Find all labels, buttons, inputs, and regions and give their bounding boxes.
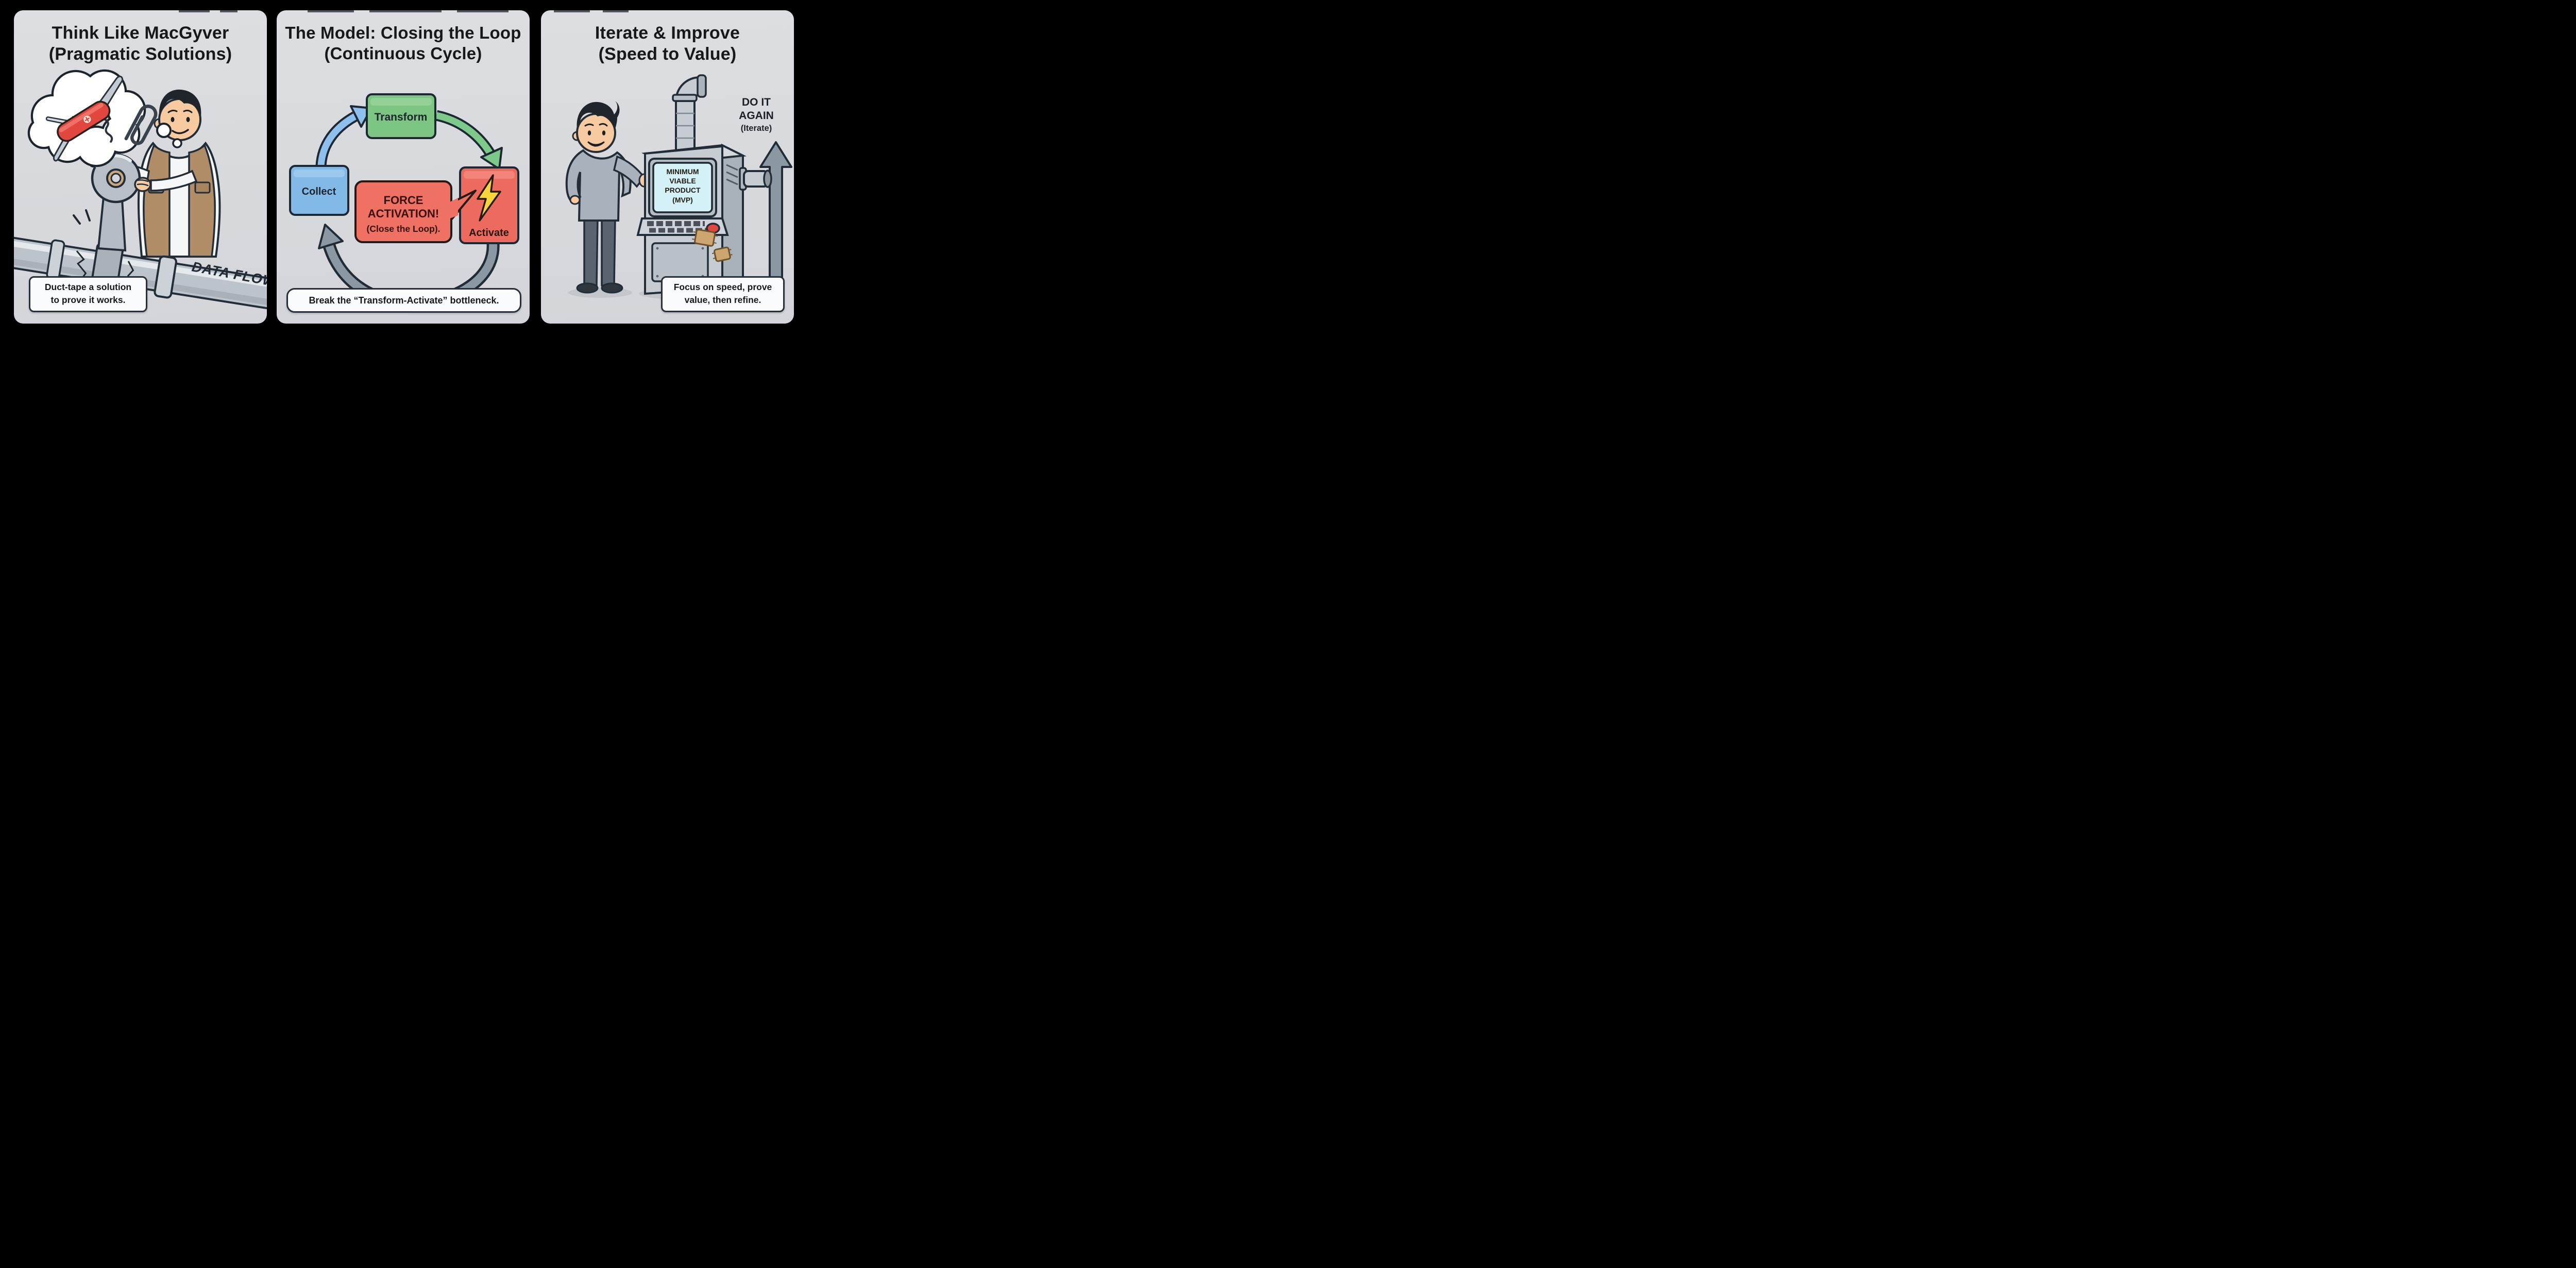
cropped-text-remnant	[554, 10, 590, 12]
screen-line: MINIMUM	[667, 167, 699, 176]
force-activation-callout: FORCE ACTIVATION! (Close the Loop).	[354, 180, 477, 243]
vent-lines	[726, 164, 738, 185]
hair	[159, 89, 201, 116]
eye	[602, 130, 606, 136]
cropped-text-remnant	[308, 10, 354, 12]
leg	[601, 217, 616, 286]
node-activate: Activate	[459, 166, 519, 244]
node-collect-label: Collect	[302, 186, 336, 197]
cycle-arrow-blue-icon	[315, 105, 372, 166]
right-hand	[134, 177, 151, 192]
vest-right	[188, 144, 216, 258]
panel2-title: The Model: Closing the Loop (Continuous …	[277, 23, 530, 63]
cropped-text-remnant	[457, 10, 509, 12]
hair	[577, 101, 620, 130]
tape-patch-icon	[711, 246, 733, 262]
screen-line: VIABLE	[669, 177, 696, 185]
eye	[587, 130, 591, 136]
node-transform-label: Transform	[375, 111, 428, 123]
panel3-caption-line2: value, then refine.	[684, 295, 761, 306]
eyebrow	[584, 123, 594, 127]
chimney-flange	[672, 94, 698, 102]
cropped-text-remnant	[179, 10, 210, 12]
pipe-crack	[76, 250, 87, 280]
panel1-caption-line2: to prove it works.	[50, 295, 126, 306]
panel1-caption-line1: Duct-tape a solution	[44, 282, 132, 292]
lower-panel	[651, 242, 709, 282]
machine-side	[721, 143, 744, 291]
node-activate-label: Activate	[469, 227, 509, 239]
leg	[583, 217, 599, 286]
monitor-screen-icon	[652, 162, 713, 213]
stress-mark	[85, 209, 91, 222]
node-transform: Transform	[366, 93, 436, 139]
lightning-bolt-icon	[477, 174, 501, 222]
vest-pocket	[194, 181, 211, 194]
panel3-caption-line1: Focus on speed, prove	[673, 282, 772, 292]
cropped-text-remnant	[220, 10, 238, 12]
shoe	[576, 282, 599, 294]
hand	[569, 195, 581, 205]
chimney-opening	[697, 74, 707, 98]
panel-iterate: Iterate & Improve (Speed to Value)	[541, 10, 794, 324]
swiss-army-knife-icon	[45, 75, 124, 162]
panel2-caption: Break the “Transform-Activate” bottlenec…	[286, 288, 521, 313]
shoe	[601, 282, 623, 294]
callout-line3: (Close the Loop).	[367, 224, 440, 234]
do-it-again-label: DO IT AGAIN (Iterate)	[727, 96, 785, 134]
eyebrow	[599, 123, 608, 127]
pipe-highlight	[14, 238, 267, 293]
smile	[587, 141, 605, 147]
panel1-illustration: DATA FLOW	[14, 69, 267, 315]
screen-line: (MVP)	[672, 196, 693, 204]
panel-closing-loop: The Model: Closing the Loop (Continuous …	[277, 10, 530, 324]
engineer-character	[565, 101, 650, 294]
bubble-trail-dot	[156, 123, 172, 138]
do-it-again-line3: (Iterate)	[740, 123, 772, 133]
eyebrow	[183, 109, 193, 113]
side-pipe-opening	[763, 170, 772, 188]
panel3-title: Iterate & Improve (Speed to Value)	[541, 23, 794, 65]
panel1-title-line2: (Pragmatic Solutions)	[48, 44, 232, 64]
bubble-trail-dot	[172, 138, 182, 148]
callout-line1: FORCE	[384, 194, 423, 207]
panel3-title-line1: Iterate & Improve	[595, 23, 740, 43]
paperclip-icon	[124, 105, 158, 145]
panel1-title-line1: Think Like MacGyver	[52, 23, 229, 43]
panel2-caption-text: Break the “Transform-Activate” bottlenec…	[309, 295, 499, 306]
eye	[186, 117, 190, 122]
tape-strip	[97, 195, 127, 252]
duct-tape-roll-icon	[91, 153, 141, 204]
chimney-segments	[676, 112, 694, 139]
smile	[172, 129, 189, 134]
panel3-title-line2: (Speed to Value)	[598, 44, 737, 64]
panel2-title-line2: (Continuous Cycle)	[324, 43, 482, 63]
panel-macgyver: Think Like MacGyver (Pragmatic Solutions…	[14, 10, 267, 324]
panel2-title-line1: The Model: Closing the Loop	[285, 23, 521, 42]
cycle-arrow-green-icon	[435, 110, 503, 170]
comic-strip: Think Like MacGyver (Pragmatic Solutions…	[0, 0, 808, 331]
stress-mark	[73, 214, 81, 225]
right-arm	[150, 170, 198, 192]
do-it-again-line1: DO IT	[742, 96, 771, 108]
screen-line: PRODUCT	[665, 186, 701, 194]
mvp-machine-icon: MINIMUM VIABLE PRODUCT (MVP)	[636, 74, 772, 295]
tape-patch-icon	[692, 229, 718, 247]
panel3-caption: Focus on speed, prove value, then refine…	[661, 276, 785, 312]
eyebrow	[167, 109, 178, 113]
do-it-again-line2: AGAIN	[739, 110, 774, 122]
eye	[171, 117, 175, 122]
panel1-caption: Duct-tape a solution to prove it works.	[29, 276, 147, 312]
thought-bubble-icon	[27, 69, 182, 167]
iterate-up-arrow-icon	[759, 141, 792, 290]
cropped-text-remnant	[369, 10, 442, 12]
pipe-coupling	[154, 255, 177, 299]
node-collect: Collect	[289, 165, 349, 216]
panel1-title: Think Like MacGyver (Pragmatic Solutions…	[14, 23, 267, 65]
callout-line2: ACTIVATION!	[368, 207, 439, 220]
cycle-diagram: Transform Collect Activate FORCE	[289, 93, 519, 310]
cropped-text-remnant	[603, 10, 629, 12]
